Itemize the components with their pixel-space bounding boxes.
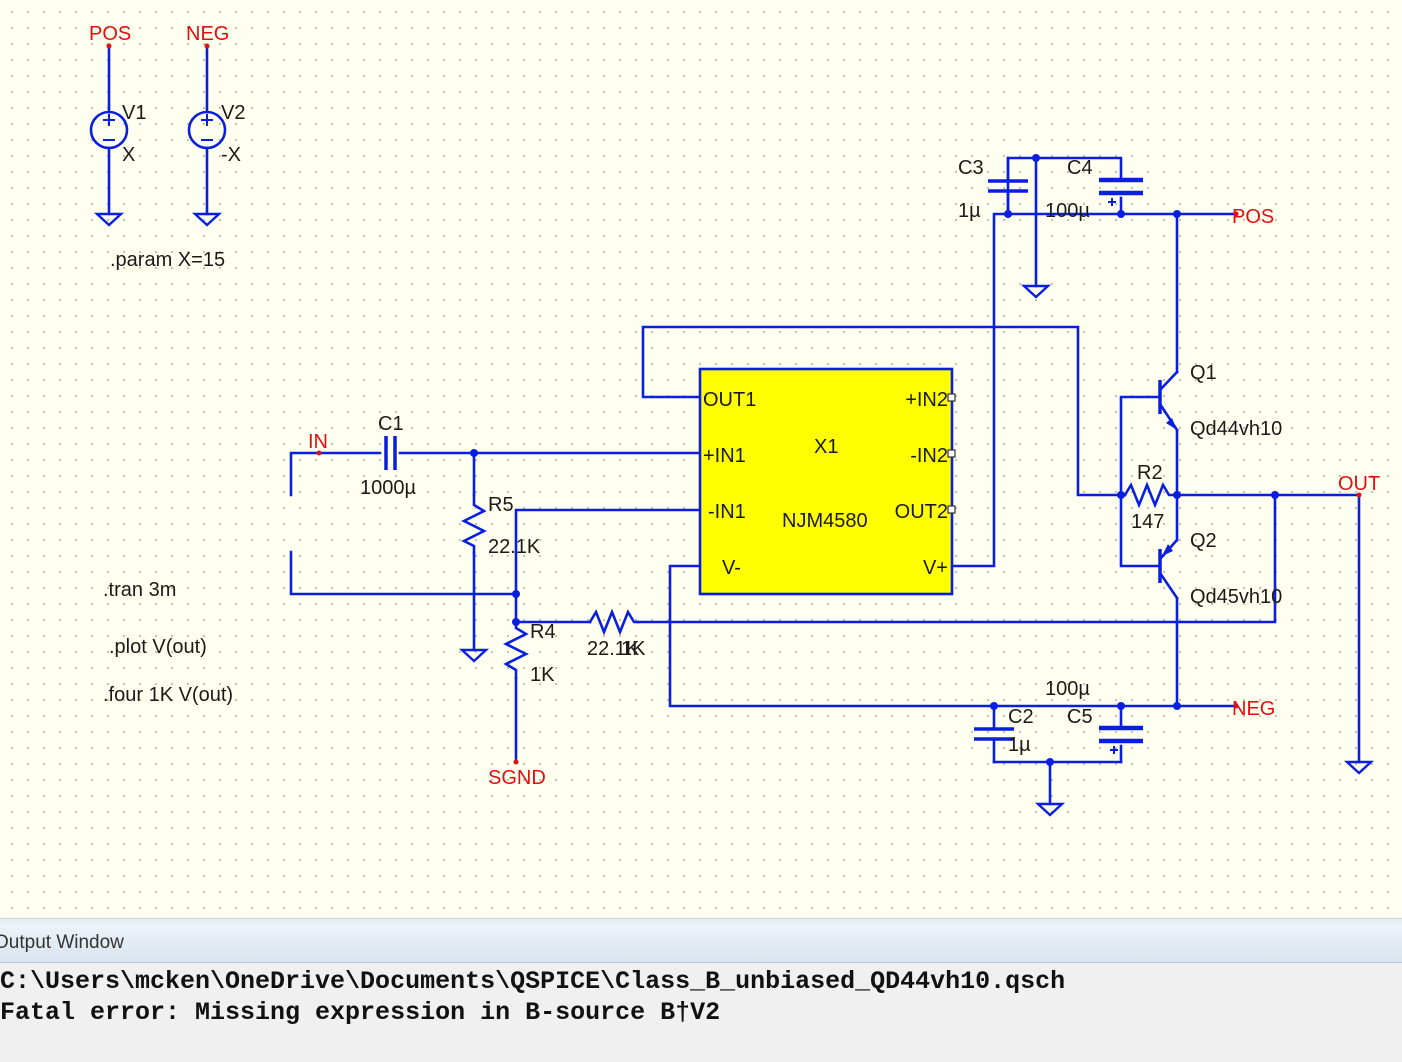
source-v1[interactable] — [89, 43, 129, 227]
pin-minus-in1: -IN1 — [708, 501, 746, 523]
unconnected-pins — [947, 393, 956, 514]
c1-value: 1000µ — [360, 477, 416, 499]
r2-value: 147 — [1131, 511, 1164, 533]
ground-icon — [93, 212, 125, 227]
rfb-value-a: 22.1K — [587, 638, 640, 660]
r4-name: R4 — [530, 621, 556, 643]
wires — [289, 156, 1361, 806]
r5-name: R5 — [488, 494, 514, 516]
ground-icon — [191, 212, 223, 227]
capacitor-c3[interactable] — [988, 179, 1028, 193]
directive-tran[interactable]: .tran 3m — [103, 579, 176, 601]
net-label-pos-right[interactable]: POS — [1232, 206, 1274, 228]
ground-icon — [1020, 284, 1052, 299]
net-label-out[interactable]: OUT — [1338, 473, 1380, 495]
capacitor-c5[interactable] — [1099, 725, 1143, 754]
directive-param[interactable]: .param X=15 — [110, 249, 225, 271]
c3-value: 1µ — [958, 200, 981, 222]
capacitor-c2[interactable] — [974, 727, 1014, 741]
c3-name: C3 — [958, 157, 984, 179]
rfb-value-b: 1K — [621, 638, 646, 660]
output-line-path: C:\Users\mcken\OneDrive\Documents\QSPICE… — [0, 967, 1066, 996]
v1-name: V1 — [122, 102, 146, 124]
resistor-r2[interactable] — [1123, 481, 1179, 509]
r4-value: 1K — [530, 664, 555, 686]
q1-model: Qd44vh10 — [1190, 418, 1282, 440]
net-label-neg[interactable]: NEG — [186, 23, 229, 45]
c5-name: C5 — [1067, 706, 1093, 728]
net-label-sgnd[interactable]: SGND — [488, 767, 546, 789]
output-window-titlebar[interactable]: Output Window — [0, 924, 1402, 963]
ground-icon — [458, 648, 490, 663]
pin-minus-in2: -IN2 — [910, 445, 948, 467]
output-window-title: Output Window — [0, 932, 124, 953]
transistor-q1[interactable] — [1158, 370, 1179, 432]
q2-name: Q2 — [1190, 530, 1217, 552]
output-window-body[interactable]: C:\Users\mcken\OneDrive\Documents\QSPICE… — [0, 963, 1402, 1062]
pin-out2: OUT2 — [895, 501, 948, 523]
pin-v-minus: V- — [722, 557, 741, 579]
transistor-q2[interactable] — [1158, 538, 1179, 600]
ic-part: NJM4580 — [782, 510, 868, 532]
resistor-r5[interactable] — [461, 493, 487, 555]
v2-name: V2 — [221, 102, 245, 124]
v1-value: X — [122, 144, 135, 166]
pin-out1: OUT1 — [703, 389, 756, 411]
schematic-canvas[interactable]: POS NEG V1 X V2 -X .param X=15 .tran 3m … — [0, 0, 1402, 918]
source-v2[interactable] — [187, 43, 227, 227]
pin-plus-in2: +IN2 — [905, 389, 948, 411]
panel-splitter[interactable] — [0, 918, 1402, 925]
net-label-in[interactable]: IN — [308, 431, 328, 453]
r5-value: 22.1K — [488, 536, 541, 558]
r2-name: R2 — [1137, 462, 1163, 484]
c4-value: 100µ — [1045, 200, 1090, 222]
c5-value: 100µ — [1045, 678, 1090, 700]
output-line-error: Fatal error: Missing expression in B-sou… — [0, 998, 721, 1027]
ground-icon — [1343, 760, 1375, 775]
q1-name: Q1 — [1190, 362, 1217, 384]
c2-name: C2 — [1008, 706, 1034, 728]
capacitor-c1[interactable] — [384, 436, 397, 470]
c4-name: C4 — [1067, 157, 1093, 179]
capacitor-c4[interactable] — [1099, 177, 1143, 206]
ic-name: X1 — [814, 436, 838, 458]
v2-value: -X — [221, 144, 241, 166]
net-label-pos[interactable]: POS — [89, 23, 131, 45]
resistor-feedback[interactable] — [588, 608, 640, 636]
resistor-r4[interactable] — [503, 618, 529, 680]
q2-model: Qd45vh10 — [1190, 586, 1282, 608]
ground-icon — [1034, 802, 1066, 817]
ic-x1-body[interactable] — [698, 367, 954, 596]
c2-value: 1µ — [1008, 734, 1031, 756]
directive-four[interactable]: .four 1K V(out) — [103, 684, 233, 706]
c1-name: C1 — [378, 413, 404, 435]
directive-plot[interactable]: .plot V(out) — [109, 636, 207, 658]
net-label-neg-right[interactable]: NEG — [1232, 698, 1275, 720]
pin-plus-in1: +IN1 — [703, 445, 746, 467]
pin-v-plus: V+ — [923, 557, 948, 579]
